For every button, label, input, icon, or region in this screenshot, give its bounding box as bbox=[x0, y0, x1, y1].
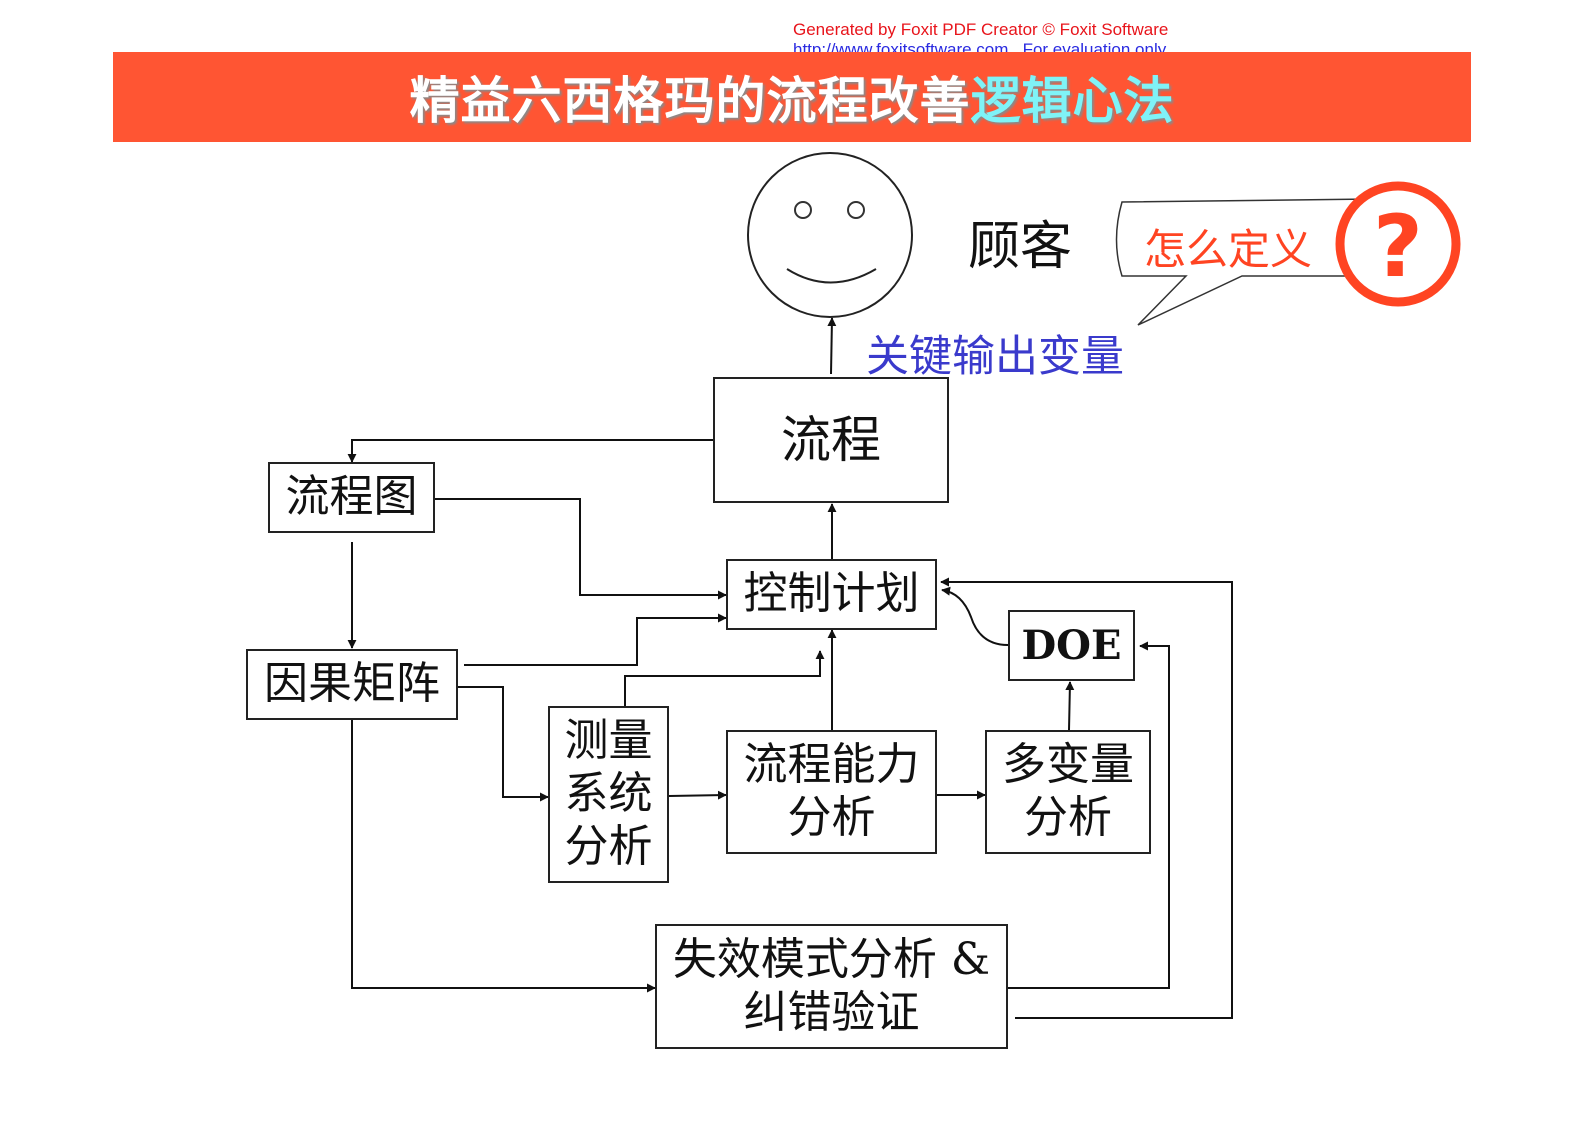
callout-bubble bbox=[1115, 198, 1373, 326]
node-ce-matrix[interactable]: 因果矩阵 bbox=[246, 649, 458, 720]
node-ce-matrix-label: 因果矩阵 bbox=[264, 658, 440, 710]
node-flowchart[interactable]: 流程图 bbox=[268, 462, 435, 533]
callout-text: 怎么定义 bbox=[1144, 225, 1313, 274]
title-banner: 精益六西格玛的流程改善逻辑心法 bbox=[113, 52, 1471, 142]
node-capability[interactable]: 流程能力分析 bbox=[726, 730, 937, 854]
title-main: 精益六西格玛的流程改善 bbox=[409, 72, 971, 130]
title-highlight: 逻辑心法 bbox=[970, 72, 1175, 130]
node-fmea[interactable]: 失效模式分析 & 纠错验证 bbox=[655, 924, 1008, 1049]
node-capability-label: 流程能力分析 bbox=[743, 739, 920, 843]
node-control-plan-label: 控制计划 bbox=[743, 568, 920, 620]
question-mark-icon: ? bbox=[1335, 181, 1461, 307]
node-msa-label: 测量系统分析 bbox=[564, 715, 653, 872]
node-fmea-label: 失效模式分析 & 纠错验证 bbox=[672, 933, 991, 1038]
key-output-label: 关键输出变量 bbox=[866, 332, 1124, 382]
node-msa[interactable]: 测量系统分析 bbox=[548, 706, 669, 883]
node-flowchart-label: 流程图 bbox=[285, 471, 418, 523]
node-process-label: 流程 bbox=[781, 411, 881, 469]
node-multivariate[interactable]: 多变量分析 bbox=[985, 730, 1151, 854]
node-multivariate-label: 多变量分析 bbox=[1002, 739, 1134, 843]
smiley-face-icon bbox=[747, 152, 913, 318]
node-doe-label: DOE bbox=[1021, 621, 1122, 669]
svg-text:?: ? bbox=[1373, 197, 1423, 297]
node-doe[interactable]: DOE bbox=[1008, 610, 1135, 681]
node-process[interactable]: 流程 bbox=[713, 377, 949, 503]
node-control-plan[interactable]: 控制计划 bbox=[726, 559, 937, 630]
customer-label: 顾客 bbox=[968, 217, 1073, 277]
watermark-line-1: Generated by Foxit PDF Creator © Foxit S… bbox=[793, 20, 1169, 39]
page-title: 精益六西格玛的流程改善逻辑心法 bbox=[410, 61, 1175, 133]
